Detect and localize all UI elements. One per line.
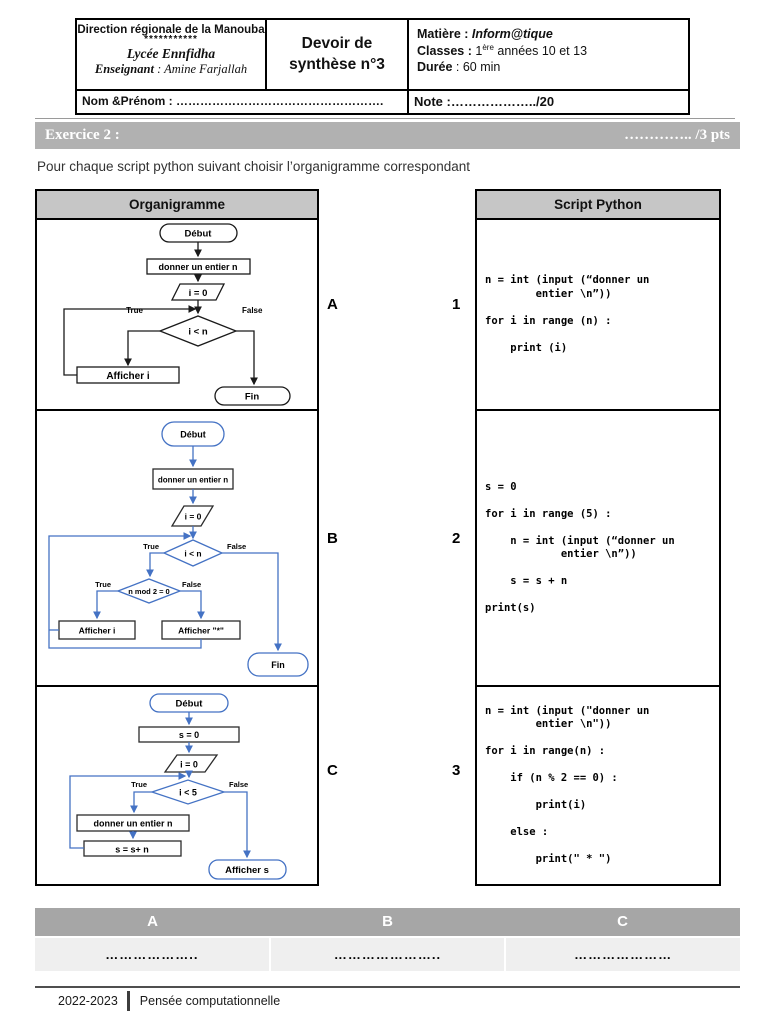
school-name: Lycée Ennfidha (126, 46, 216, 61)
start-label: Début (180, 430, 206, 440)
cond-label: i < n (188, 327, 207, 338)
footer: 2022-2023 Pensée computationnelle (58, 991, 280, 1011)
name-field[interactable]: Nom &Prénom : ……………………………………………. (77, 91, 409, 113)
input-label: donner un entier n (158, 476, 228, 485)
input-label: donner un entier n (93, 819, 172, 829)
flowchart-b: Début donner un entier n i = 0 i < n Tru… (37, 409, 317, 685)
script-1-code: n = int (input (“donner un entier \n”)) … (485, 274, 650, 354)
script-3-code: n = int (input ("donner un entier \n")) … (485, 704, 650, 866)
duree-line: Durée : 60 min (417, 60, 501, 75)
script-1-cell: n = int (input (“donner un entier \n”)) … (477, 220, 719, 409)
init-label: i = 0 (189, 288, 208, 299)
flowchart-c-svg: Début s = 0 i = 0 i < 5 True False donne… (69, 693, 287, 880)
input-label: donner un entier n (158, 262, 237, 272)
exercise-title: Exercice 2 : (45, 127, 120, 143)
flowchart-a-svg: Début donner un entier n i = 0 i < n Tru… (63, 223, 291, 406)
classes-line: Classes : 1ère années 10 et 13 (417, 43, 588, 59)
exercise-points: ………….. /3 pts (624, 127, 730, 143)
header-table: Direction régionale de la Manouba ******… (75, 18, 690, 115)
row-b-number: 2 (452, 530, 461, 547)
end-label: Fin (245, 392, 259, 403)
true-label: True (143, 542, 159, 551)
flowchart-c: Début s = 0 i = 0 i < 5 True False donne… (37, 685, 317, 884)
exercise-instruction: Pour chaque script python suivant choisi… (37, 159, 470, 174)
cond2-label: n mod 2 = 0 (128, 587, 169, 596)
answer-field-a[interactable]: ……………….. (105, 947, 199, 962)
row-a-number: 1 (452, 296, 461, 313)
script-table: Script Python n = int (input (“donner un… (475, 189, 721, 886)
answer-table-body: ……………….. ………………….. ………………… (35, 938, 740, 971)
footer-rule (35, 986, 740, 988)
true2-label: True (95, 580, 111, 589)
script-2-code: s = 0 for i in range (5) : n = int (inpu… (485, 480, 675, 615)
row-c-number: 3 (452, 762, 461, 779)
init-label: i = 0 (185, 512, 202, 522)
true-label: True (126, 306, 143, 315)
answer-header-c: C (617, 913, 628, 930)
script-2-cell: s = 0 for i in range (5) : n = int (inpu… (477, 409, 719, 685)
start-label: Début (185, 229, 213, 240)
organigramme-table: Organigramme (35, 189, 319, 886)
action-true-label: Afficher i (79, 626, 116, 636)
script-header: Script Python (477, 191, 719, 220)
init-node (170, 283, 226, 301)
exercise-header-bar: Exercice 2 : ………….. /3 pts (35, 122, 740, 149)
end-node (208, 859, 287, 880)
row-b-letter: B (327, 530, 338, 547)
action-label: Afficher i (106, 371, 150, 382)
direction-line: Direction régionale de la Manouba (77, 24, 265, 36)
sum-label: s = s+ n (115, 845, 149, 855)
cond1-label: i < n (184, 549, 201, 559)
false-label: False (229, 780, 248, 789)
answer-field-c[interactable]: ………………… (504, 938, 740, 971)
end-node (214, 386, 291, 406)
init-node (163, 754, 219, 773)
matiere-line: Matière : Inform@tique (417, 27, 553, 41)
exam-title: Devoir de synthèse n°3 (267, 20, 409, 89)
stars-line: *********** (144, 34, 198, 45)
row-a-letter: A (327, 296, 338, 313)
footer-separator (126, 991, 130, 1011)
answer-table: A B C ……………….. ………………….. ………………… (35, 908, 740, 971)
answer-table-header: A B C (35, 908, 740, 936)
exam-meta: Matière : Inform@tique Classes : 1ère an… (409, 20, 688, 89)
init-node (170, 505, 215, 527)
divider-line (35, 118, 735, 119)
script-3-cell: n = int (input ("donner un entier \n")) … (477, 685, 719, 884)
start-label: Début (176, 699, 204, 710)
teacher-line: Enseignant : Amine Farjallah (94, 62, 248, 76)
step-label: s = 0 (179, 730, 199, 740)
answer-field-b[interactable]: ………………….. (268, 938, 505, 971)
cond-label: i < 5 (179, 788, 197, 798)
row-c-letter: C (327, 762, 338, 779)
false-label: False (227, 542, 246, 551)
footer-subject: Pensée computationnelle (139, 994, 281, 1008)
end-node (247, 652, 309, 677)
end-label: Fin (271, 660, 285, 670)
true-label: True (131, 780, 147, 789)
answer-header-b: B (382, 913, 393, 930)
school-info: Direction régionale de la Manouba ******… (77, 20, 267, 89)
end-label: Afficher s (225, 865, 269, 876)
answer-header-a: A (147, 913, 158, 930)
false2-label: False (182, 580, 201, 589)
action-false-label: Afficher "*" (178, 626, 224, 636)
organigramme-header: Organigramme (37, 191, 317, 220)
false-label: False (242, 306, 263, 315)
init-label: i = 0 (180, 760, 198, 770)
flowchart-a: Début donner un entier n i = 0 i < n Tru… (37, 220, 317, 409)
footer-year: 2022-2023 (58, 994, 118, 1008)
grade-field[interactable]: Note :………………../20 (414, 94, 555, 109)
flowchart-b-svg: Début donner un entier n i = 0 i < n Tru… (48, 421, 309, 677)
